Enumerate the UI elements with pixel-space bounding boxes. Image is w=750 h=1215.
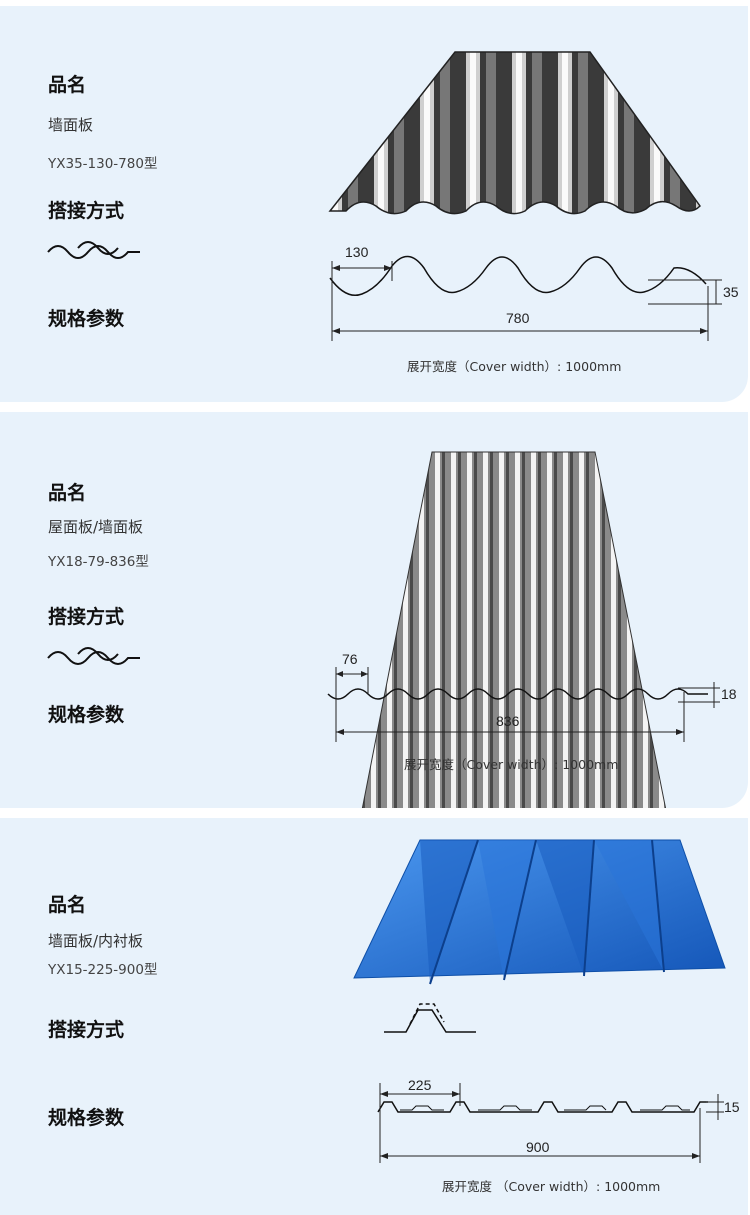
overlap-trapezoid-icon — [384, 1009, 476, 1033]
trapezoid-profile-drawing — [377, 1101, 708, 1113]
cover-dimension: 780 — [506, 310, 530, 326]
height-dimension: 35 — [723, 284, 739, 300]
overlap-label: 搭接方式 — [48, 1019, 125, 1041]
wave-profile-drawing — [327, 688, 708, 700]
overlap-label: 搭接方式 — [48, 606, 125, 628]
panel-illustration-3: 225 900 15 — [353, 839, 740, 1163]
overlap-label: 搭接方式 — [48, 200, 125, 222]
pitch-dimension: 225 — [408, 1077, 432, 1093]
overlap-wave-icon — [47, 651, 140, 665]
spec-label: 规格参数 — [48, 1107, 125, 1129]
product-model: YX35-130-780型 — [48, 156, 158, 172]
cover-dimension: 836 — [496, 713, 520, 729]
corrugated-sheet-image — [328, 51, 701, 215]
corrugated-sheet-image — [361, 451, 667, 808]
overlap-wave-top-icon — [77, 241, 119, 255]
cover-width-text: 展开宽度 （Cover width）: 1000mm — [442, 1179, 661, 1194]
product-card-2: 品名 屋面板/墙面板 YX18-79-836型 搭接方式 规格参数 76 83 — [0, 412, 748, 808]
cover-width-text: 展开宽度（Cover width）: 1000mm — [407, 359, 622, 374]
cover-dimension: 900 — [526, 1139, 550, 1155]
height-dimension: 18 — [721, 686, 737, 702]
product-model: YX15-225-900型 — [48, 962, 158, 978]
pitch-dimension: 76 — [342, 651, 358, 667]
pitch-dimension: 130 — [345, 244, 369, 260]
product-name: 墙面板 — [48, 116, 94, 134]
product-card-1: 品名 墙面板 YX35-130-780型 搭接方式 规格参数 — [0, 6, 748, 402]
wave-profile-drawing — [329, 255, 707, 296]
cover-width-text: 展开宽度（Cover width）: 1000mm — [404, 757, 619, 772]
product-name: 屋面板/墙面板 — [48, 518, 144, 536]
panel-illustration-2: 76 836 18 — [47, 451, 737, 808]
height-dimension: 15 — [724, 1099, 740, 1115]
name-label: 品名 — [48, 482, 87, 504]
spec-label: 规格参数 — [48, 308, 125, 330]
name-label: 品名 — [48, 894, 87, 916]
product-name: 墙面板/内衬板 — [48, 932, 144, 950]
overlap-wave-top-icon — [77, 647, 119, 661]
name-label: 品名 — [48, 74, 87, 96]
product-card-3: 品名 墙面板/内衬板 YX15-225-900型 搭接方式 规格参数 — [0, 818, 748, 1215]
trapezoid-sheet-image — [353, 839, 726, 979]
overlap-wave-icon — [47, 245, 140, 259]
panel-illustration-1: 130 780 35 — [47, 51, 739, 341]
spec-label: 规格参数 — [48, 704, 125, 726]
overlap-trapezoid-top-icon — [409, 1003, 445, 1025]
product-model: YX18-79-836型 — [48, 554, 149, 570]
